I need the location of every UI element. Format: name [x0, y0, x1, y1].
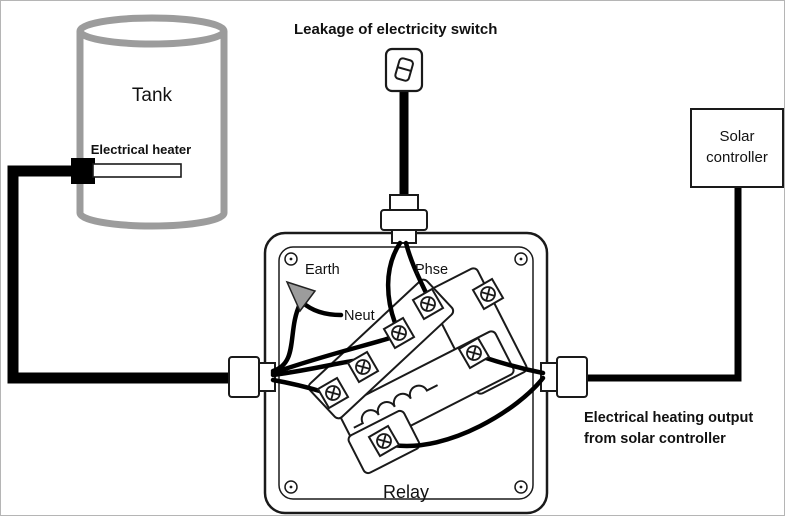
tank-label: Tank: [132, 85, 173, 106]
interior-wires: [270, 240, 546, 449]
solar-controller-box: [690, 108, 784, 188]
phase-label: Phse: [415, 262, 448, 278]
electrical-heater-label: Electrical heater: [91, 142, 191, 157]
tank: [71, 14, 228, 230]
leakage-switch-label: Leakage of electricity switch: [294, 21, 497, 38]
output-caption-line1: Electrical heating output: [584, 410, 753, 426]
left-cable-gland: [228, 356, 276, 398]
tank-top-rim: [76, 14, 228, 48]
solar-output-wire: [557, 185, 742, 382]
output-caption-line2: from solar controller: [584, 431, 726, 447]
relay-coil: [353, 384, 439, 429]
corner-screw-icon: [514, 252, 528, 266]
leakage-switch: [384, 47, 424, 93]
corner-screw-icon: [514, 480, 528, 494]
earth-label: Earth: [305, 262, 340, 278]
earth-arrow-icon: [285, 280, 317, 313]
tank-bottom: [76, 212, 228, 230]
neutral-label: Neut: [344, 308, 375, 324]
heater-wire-entry: [71, 158, 95, 184]
top-cable-gland: [380, 194, 428, 244]
corner-screw-icon: [284, 480, 298, 494]
solar-controller-label-line1: Solar: [719, 128, 754, 145]
relay-label: Relay: [383, 482, 429, 502]
electrical-heater-element: [92, 163, 182, 178]
switch-toggle-icon: [394, 57, 414, 82]
solar-controller-label-line2: controller: [706, 149, 768, 166]
right-cable-gland: [540, 356, 588, 398]
heater-supply-wire: [7, 165, 245, 384]
corner-screw-icon: [284, 252, 298, 266]
